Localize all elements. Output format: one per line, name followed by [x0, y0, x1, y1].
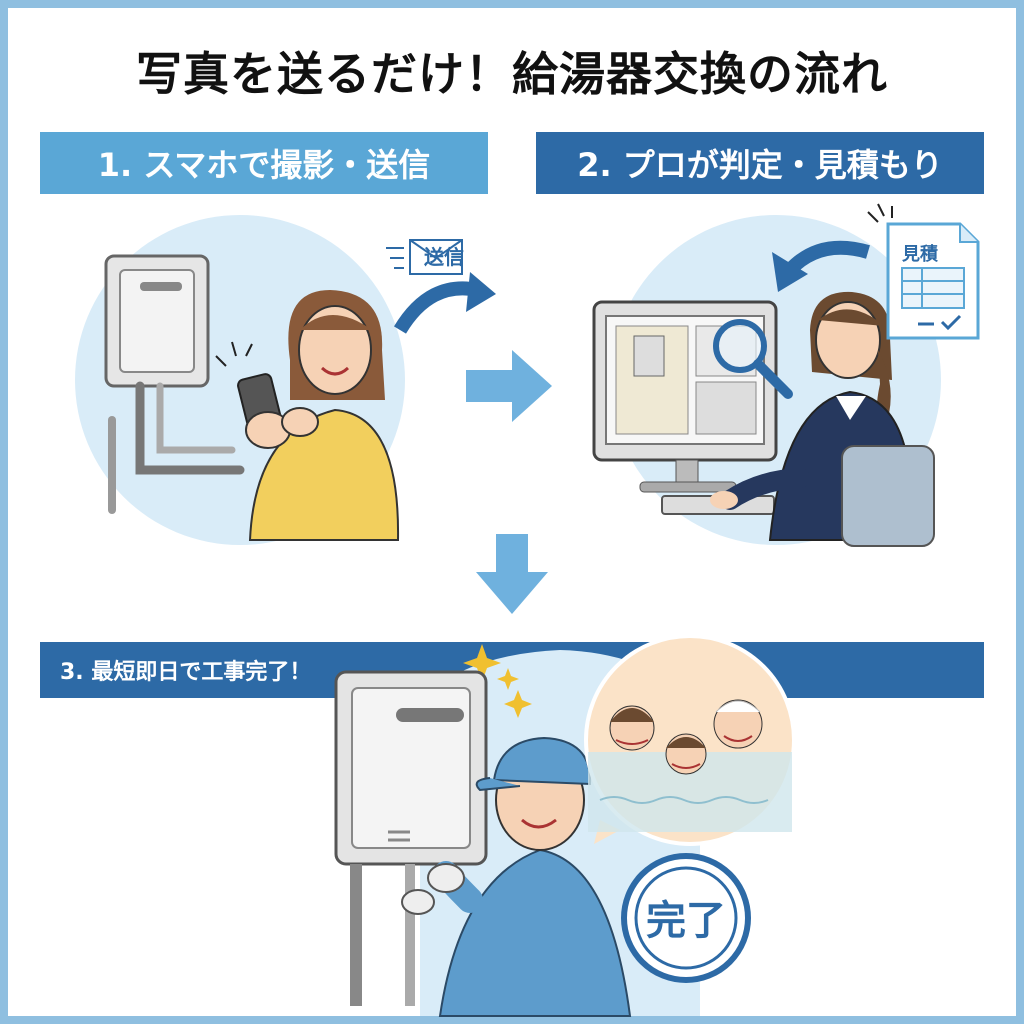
step-1-banner: 1. スマホで撮影・送信 — [40, 132, 488, 194]
estimate-doc-title: 見積 — [901, 243, 939, 265]
complete-stamp-icon — [621, 853, 751, 983]
estimate-document-icon — [867, 203, 980, 340]
complete-stamp-label: 完了 — [646, 898, 726, 944]
send-curve-arrow — [393, 281, 480, 334]
woman-with-phone-icon — [215, 290, 400, 541]
send-envelope-icon — [386, 239, 463, 275]
step-2-banner: 2. プロが判定・見積もり — [536, 132, 984, 194]
page-title: 写真を送るだけ！給湯器交換の流れ — [136, 47, 888, 101]
step-2-illustration: 見積 — [592, 203, 980, 547]
family-bath-bubble — [584, 634, 796, 846]
send-tag-label: 送信 — [424, 245, 464, 269]
sparkle-icon — [463, 644, 532, 718]
arrow-right-icon — [466, 350, 552, 422]
water-heater-icon — [104, 254, 245, 514]
return-arrowhead — [772, 252, 808, 292]
step-3-illustration: 完了 — [334, 634, 796, 1017]
send-arrowhead — [466, 272, 496, 312]
return-curve-arrow — [784, 240, 870, 275]
magnifier-icon — [713, 319, 793, 399]
new-water-heater-icon — [334, 670, 488, 1006]
technician-icon — [401, 736, 632, 1017]
analyst-woman-icon — [710, 291, 935, 547]
step-1-illustration: 送信 — [75, 215, 496, 545]
arrow-down-icon — [476, 534, 548, 614]
